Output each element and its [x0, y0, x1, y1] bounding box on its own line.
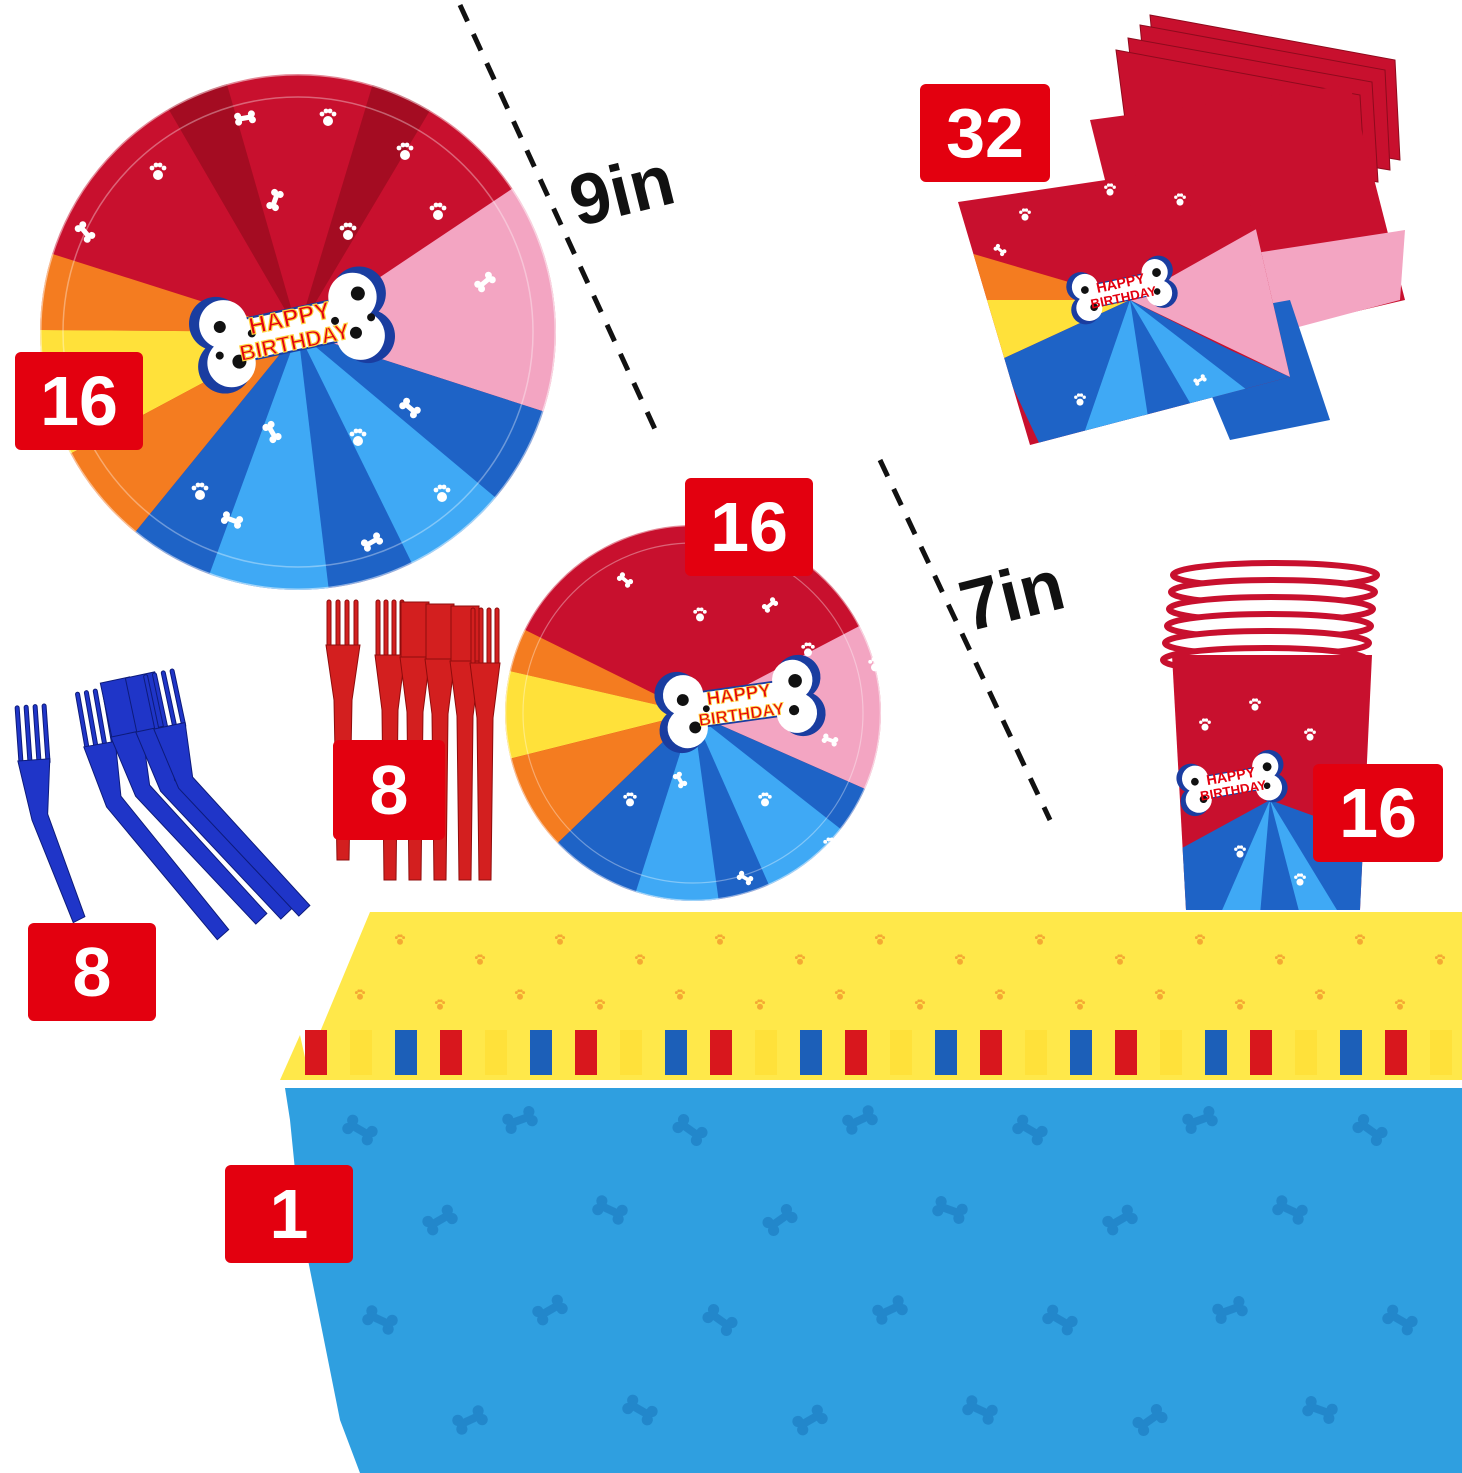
- tablecloth: [280, 912, 1462, 1473]
- napkin-stack: HAPPY BIRTHDAY: [958, 14, 1405, 445]
- blue-forks-count-badge: 8: [28, 923, 156, 1021]
- large-plate: HAPPY BIRTHDAY: [38, 72, 558, 592]
- large-plate-measure-line: [457, 3, 663, 442]
- tablecloth-count-badge: 1: [225, 1165, 353, 1263]
- red-forks-count-badge: 8: [333, 740, 445, 840]
- small-plates-count-badge: 16: [685, 478, 813, 576]
- small-plate: HAPPY BIRTHDAY: [503, 523, 883, 903]
- blue-forks: [14, 668, 311, 941]
- cups-count-badge: 16: [1313, 764, 1443, 862]
- small-plate-measure-line: [877, 458, 1053, 822]
- napkins-count-badge: 32: [920, 84, 1050, 182]
- large-plates-count-badge: 16: [15, 352, 143, 450]
- cups: HAPPY BIRTHDAY: [1160, 560, 1380, 910]
